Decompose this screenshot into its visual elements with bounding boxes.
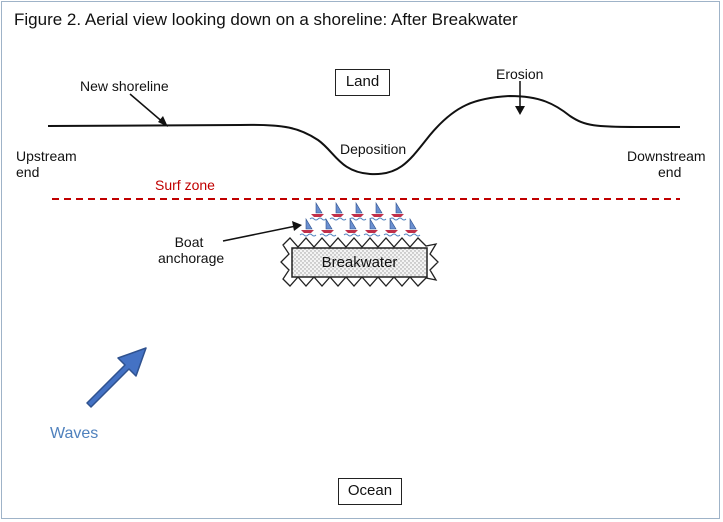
downstream-label-line2: end [658, 164, 682, 180]
sailboat-icon [309, 202, 327, 221]
sailboat-icon [369, 202, 387, 221]
breakwater-structure [291, 247, 428, 278]
erosion-arrowhead [515, 106, 525, 115]
figure-title: Figure 2. Aerial view looking down on a … [14, 10, 518, 29]
arrow-up-right-icon [86, 347, 147, 408]
sailboat-icon [319, 218, 337, 237]
deposition-label: Deposition [340, 141, 407, 157]
sailboat-icon [403, 218, 421, 237]
sailboat-icon [349, 202, 367, 221]
boat-anchorage-group [299, 202, 421, 237]
boat-anchorage-arrowhead [292, 221, 302, 231]
upstream-label-line2: end [16, 164, 40, 180]
surf-zone-label: Surf zone [155, 177, 215, 193]
breakwater-label: Breakwater [321, 254, 398, 271]
new-shoreline-label: New shoreline [80, 78, 169, 94]
sailboat-icon [343, 218, 361, 237]
sailboat-icon [299, 218, 317, 237]
waves-label: Waves [50, 425, 99, 442]
new-shoreline-pointer [129, 93, 166, 125]
land-label: Land [335, 69, 390, 96]
new-shoreline-arrowhead [158, 116, 168, 127]
upstream-label-line1: Upstream [16, 148, 77, 164]
boat-anchorage-pointer [222, 225, 297, 242]
ocean-label: Ocean [338, 478, 402, 505]
shoreline [47, 94, 680, 176]
sailboat-icon [389, 202, 407, 221]
boat-anchorage-label-line2: anchorage [158, 250, 225, 266]
downstream-label-line1: Downstream [627, 148, 706, 164]
sailboat-icon [329, 202, 347, 221]
erosion-label: Erosion [496, 66, 544, 82]
sailboat-icon [363, 218, 381, 237]
sailboat-icon [383, 218, 401, 237]
boat-anchorage-label-line1: Boat [174, 234, 204, 250]
